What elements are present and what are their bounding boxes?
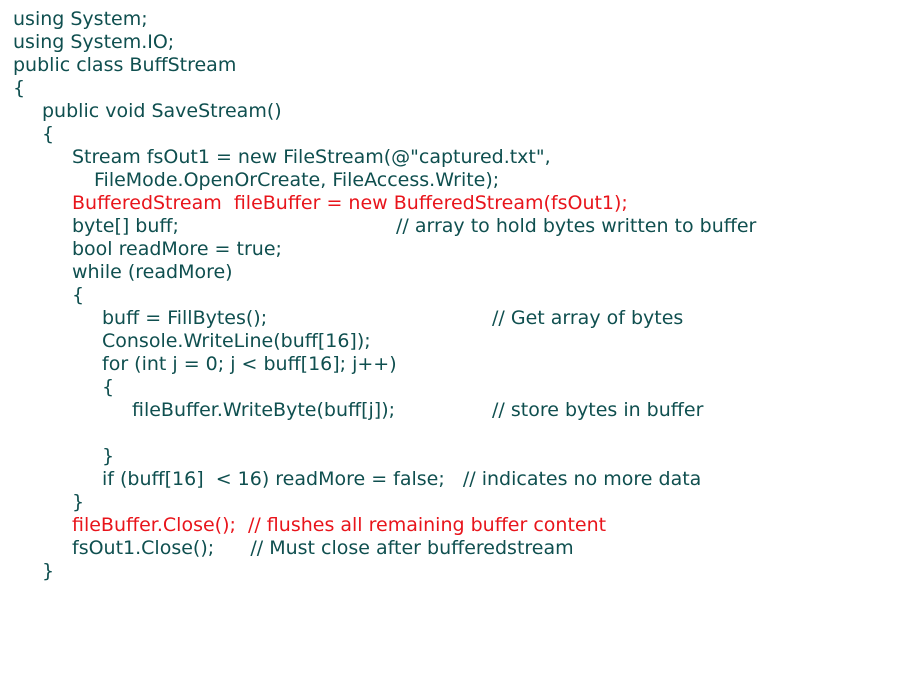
code-comment-10: // array to hold bytes written to buffer (396, 215, 757, 237)
code-line-18: fileBuffer.WriteByte(buff[j]); (132, 399, 396, 421)
code-line-9: BufferedStream fileBuffer = new Buffered… (72, 192, 628, 214)
code-comment-14: // Get array of bytes (492, 307, 684, 329)
code-line-24: } (42, 560, 55, 582)
code-line-19: } (102, 445, 115, 467)
code-line-10: byte[] buff; (72, 215, 179, 237)
code-line-11: bool readMore = true; (72, 238, 282, 260)
code-line-13: { (72, 284, 85, 306)
code-line-6: { (42, 123, 55, 145)
code-line-7: Stream fsOut1 = new FileStream(@"capture… (72, 146, 551, 168)
code-line-8: FileMode.OpenOrCreate, FileAccess.Write)… (94, 169, 500, 191)
code-line-4: { (13, 77, 26, 99)
code-line-20: if (buff[16] < 16) readMore = false; // … (102, 468, 702, 490)
code-line-2: using System.IO; (13, 31, 175, 53)
code-line-23: fsOut1.Close(); // Must close after buff… (72, 537, 574, 559)
code-line-15: Console.WriteLine(buff[16]); (102, 330, 371, 352)
code-line-22: fileBuffer.Close(); // flushes all remai… (72, 514, 607, 536)
code-line-3: public class BuffStream (13, 54, 237, 76)
code-line-5: public void SaveStream() (42, 100, 282, 122)
code-line-16: for (int j = 0; j < buff[16]; j++) (102, 353, 397, 375)
code-comment-18: // store bytes in buffer (492, 399, 704, 421)
code-line-1: using System; (13, 8, 148, 30)
code-line-12: while (readMore) (72, 261, 233, 283)
code-line-14: buff = FillBytes(); (102, 307, 268, 329)
code-line-17: { (102, 376, 115, 398)
code-line-21: } (72, 491, 85, 513)
